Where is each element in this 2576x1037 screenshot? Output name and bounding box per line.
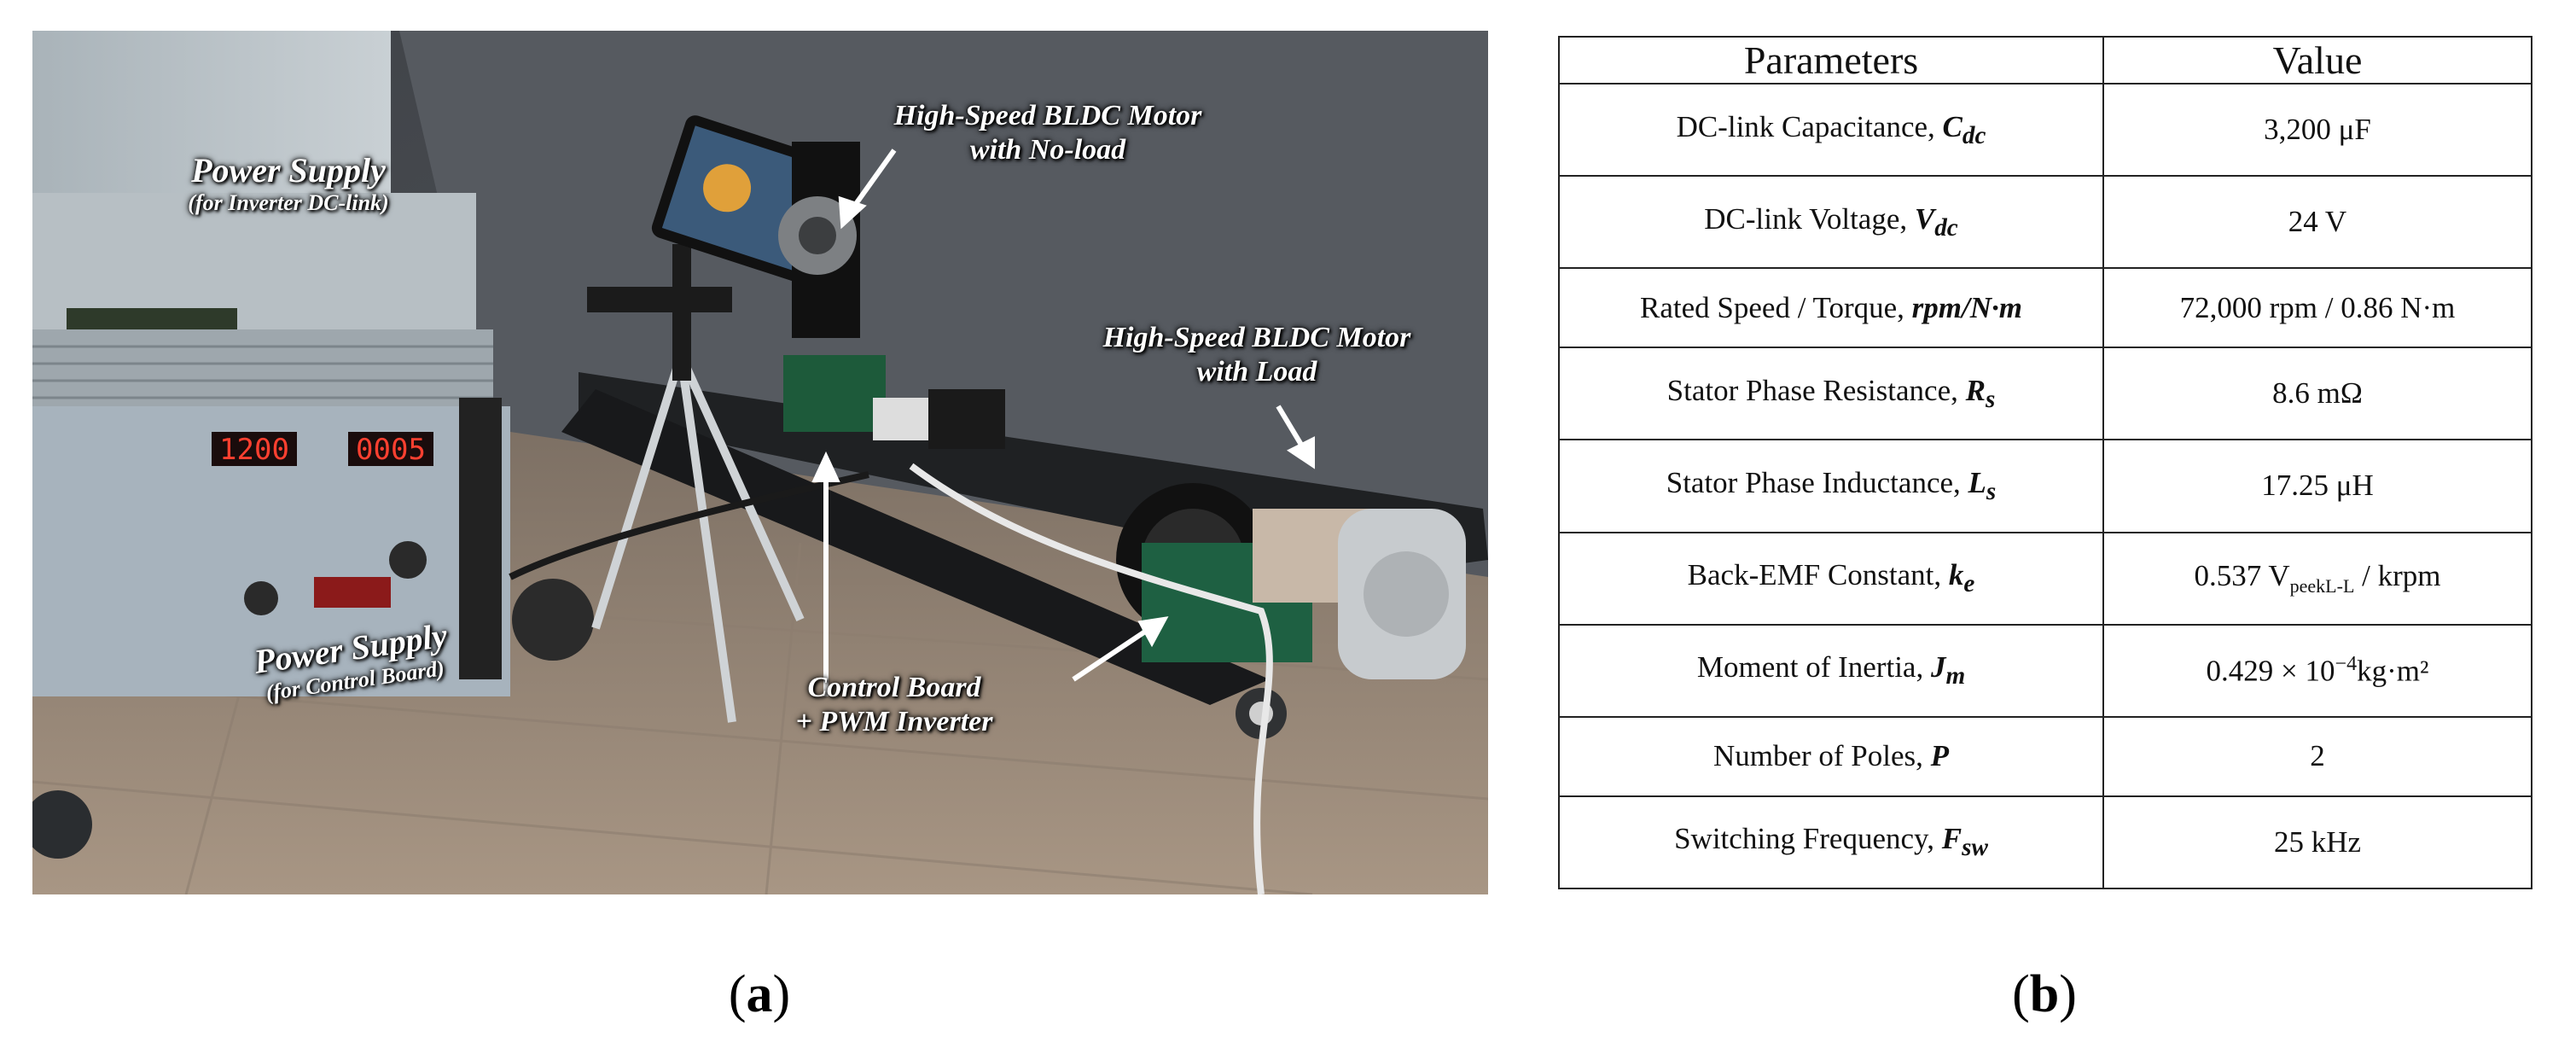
panel-label-a-letter: a: [746, 965, 773, 1023]
table-header-value: Value: [2102, 36, 2532, 84]
param-symbol: C: [1942, 109, 1963, 143]
callout-motor-with-load-title: High-Speed BLDC Motor: [1102, 322, 1411, 353]
table-row: Number of Poles, P 2: [1558, 715, 2532, 797]
callout-power-supply-dc-link-note: (for Inverter DC-link): [188, 190, 389, 216]
param-label: DC-link Voltage,: [1704, 201, 1915, 236]
value-cell: 17.25 μH: [2102, 439, 2532, 533]
table-row: DC-link Voltage, Vdc 24 V: [1558, 175, 2532, 270]
param-symbol-subscript: s: [1986, 477, 1997, 505]
value-cell: 24 V: [2102, 175, 2532, 270]
param-symbol: V: [1914, 201, 1935, 236]
param-cell: DC-link Capacitance, Cdc: [1558, 82, 2104, 178]
display-readout-2: 0005: [356, 433, 426, 467]
callout-control-board-title: Control Board: [807, 672, 981, 703]
param-cell: Stator Phase Inductance, Ls: [1558, 439, 2104, 533]
value-tail: / krpm: [2354, 559, 2441, 593]
motor-parameters-table: Parameters Value DC-link Capacitance, Cd…: [1558, 36, 2532, 890]
param-symbol: rpm/N·m: [1911, 290, 2022, 324]
value-main: 0.537 V: [2194, 559, 2290, 593]
param-symbol: R: [1965, 373, 1986, 407]
param-cell: Rated Speed / Torque, rpm/N·m: [1558, 267, 2104, 349]
value-cell: 0.429 × 10−4kg·m²: [2102, 623, 2532, 718]
param-label: Stator Phase Inductance,: [1666, 465, 1968, 499]
param-cell: Back-EMF Constant, ke: [1558, 531, 2104, 626]
callout-power-supply-dc-link-title: Power Supply: [191, 151, 386, 189]
value-cell: 2: [2102, 715, 2532, 797]
table-row: Moment of Inertia, Jm 0.429 × 10−4kg·m²: [1558, 623, 2532, 718]
table-header-parameters: Parameters: [1558, 36, 2104, 84]
table-row: DC-link Capacitance, Cdc 3,200 μF: [1558, 82, 2532, 178]
table-row: Stator Phase Resistance, Rs 8.6 mΩ: [1558, 347, 2532, 441]
callout-motor-with-load: High-Speed BLDC Motor with Load: [1044, 321, 1470, 389]
panel-label-a: (a): [728, 965, 791, 1023]
param-cell: Number of Poles, P: [1558, 715, 2104, 797]
param-symbol-subscript: s: [1985, 385, 1996, 413]
value-cell: 25 kHz: [2102, 795, 2532, 890]
table-row: Rated Speed / Torque, rpm/N·m 72,000 rpm…: [1558, 267, 2532, 349]
param-cell: Stator Phase Resistance, Rs: [1558, 347, 2104, 441]
value-superscript: −4: [2335, 653, 2358, 676]
lab-setup-photo: 1200 0005 Power Supply (for Inverter DC-…: [32, 31, 1488, 894]
param-symbol-subscript: sw: [1962, 834, 1988, 862]
param-cell: Moment of Inertia, Jm: [1558, 623, 2104, 718]
param-symbol-subscript: e: [1963, 570, 1975, 598]
value-subscript: peekL-L: [2289, 575, 2355, 597]
param-symbol-subscript: m: [1945, 662, 1966, 690]
param-label: Rated Speed / Torque,: [1640, 290, 1912, 324]
value-main: 0.429 × 10: [2206, 654, 2335, 688]
param-label: Moment of Inertia,: [1696, 650, 1931, 685]
value-cell: 3,200 μF: [2102, 82, 2532, 178]
param-label: Number of Poles,: [1712, 739, 1931, 773]
display-readout-1: 1200: [219, 433, 289, 467]
lab-setup-illustration: 1200 0005: [32, 31, 1488, 894]
param-symbol-subscript: dc: [1962, 121, 1986, 149]
callout-control-board-subtitle: + PWM Inverter: [795, 706, 993, 738]
param-symbol: J: [1930, 650, 1946, 685]
param-cell: Switching Frequency, Fsw: [1558, 795, 2104, 890]
value-cell: 0.537 VpeekL-L / krpm: [2102, 531, 2532, 626]
param-label: DC-link Capacitance,: [1676, 109, 1943, 143]
callout-power-supply-dc-link: Power Supply (for Inverter DC-link): [109, 150, 468, 217]
panel-label-b: (b): [2012, 965, 2077, 1023]
value-cell: 72,000 rpm / 0.86 N·m: [2102, 267, 2532, 349]
param-symbol: P: [1930, 739, 1950, 773]
param-symbol: k: [1948, 558, 1964, 592]
power-supply-dc-link: [32, 31, 391, 218]
callout-motor-no-load-title: High-Speed BLDC Motor: [893, 100, 1202, 131]
callout-motor-no-load-subtitle: with No-load: [969, 134, 1126, 166]
table-row: Switching Frequency, Fsw 25 kHz: [1558, 795, 2532, 890]
callout-control-board: Control Board + PWM Inverter: [749, 671, 1039, 739]
value-tail: kg·m²: [2357, 654, 2429, 688]
param-label: Back-EMF Constant,: [1687, 558, 1949, 592]
param-symbol: F: [1941, 822, 1963, 856]
table-row: Back-EMF Constant, ke 0.537 VpeekL-L / k…: [1558, 531, 2532, 626]
panel-label-b-letter: b: [2029, 965, 2060, 1023]
table-row: Stator Phase Inductance, Ls 17.25 μH: [1558, 439, 2532, 533]
param-label: Stator Phase Resistance,: [1666, 373, 1966, 407]
callout-motor-no-load: High-Speed BLDC Motor with No-load: [834, 99, 1261, 167]
value-cell: 8.6 mΩ: [2102, 347, 2532, 441]
param-symbol-subscript: dc: [1934, 213, 1958, 242]
table-header-row: Parameters Value: [1558, 36, 2532, 84]
param-symbol: L: [1968, 465, 1986, 499]
callout-motor-with-load-subtitle: with Load: [1196, 356, 1317, 388]
param-label: Switching Frequency,: [1674, 822, 1942, 856]
param-cell: DC-link Voltage, Vdc: [1558, 175, 2104, 270]
